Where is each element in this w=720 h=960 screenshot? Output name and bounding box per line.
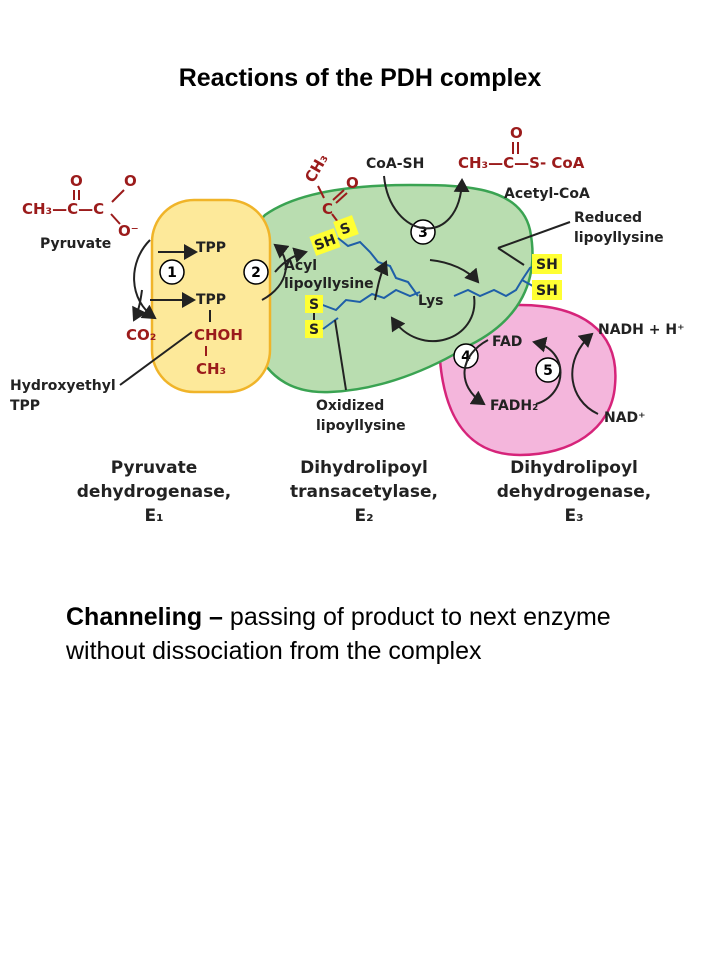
reaction-3-arrow [383, 175, 470, 230]
svg-text:Dihydrolipoyl: Dihydrolipoyl [510, 458, 638, 478]
regen-arrow [373, 260, 389, 301]
step-1-marker: 1 [159, 259, 185, 285]
co2-label: CO₂ [126, 326, 156, 344]
svg-text:S: S [309, 322, 319, 338]
acyl-lipoyllysine-label: lipoyllysine [284, 276, 374, 292]
svg-text:CH₃—C—C: CH₃—C—C [22, 200, 104, 218]
acetyl-coa-structure: O CH₃—C—S- CoA [458, 124, 585, 172]
pyruvate-structure: O O CH₃—C—C O⁻ [22, 172, 139, 240]
svg-text:3: 3 [418, 225, 428, 241]
page-title: Reactions of the PDH complex [178, 64, 542, 92]
svg-text:O⁻: O⁻ [118, 222, 139, 240]
oxidized-label: Oxidized [316, 398, 384, 414]
reduced-lipoyllysine-label: lipoyllysine [574, 230, 664, 246]
step-2-marker: 2 [243, 259, 269, 285]
svg-text:Pyruvate: Pyruvate [111, 458, 198, 478]
lys-label: Lys [418, 293, 443, 309]
reaction-2-arrow [261, 243, 290, 301]
fad-reduction-arrow [463, 339, 489, 406]
reaction-4-arrow [390, 295, 476, 343]
hydroxyethyl-label: Hydroxyethyl [10, 378, 116, 394]
sh-reduced-badge-2: SH [532, 280, 562, 300]
enzyme-e3-label: Dihydrolipoyl dehydrogenase, E₃ [497, 458, 652, 526]
acyl-label: Acyl [284, 258, 317, 274]
coa-sh-label: CoA-SH [366, 156, 424, 172]
svg-text:SH: SH [536, 283, 558, 299]
svg-text:O: O [124, 172, 137, 190]
s-acyl-badge: S [333, 215, 359, 241]
reduced-lipoyl-chain [453, 263, 541, 298]
enzyme-e1-label: Pyruvate dehydrogenase, E₁ [77, 458, 232, 526]
oxidized-lipoyllysine-label: lipoyllysine [316, 418, 406, 434]
svg-text:E₁: E₁ [144, 506, 163, 526]
hydroxyethyl-tpp-label: TPP [10, 398, 40, 414]
svg-text:1: 1 [167, 265, 177, 281]
lys-arrow [429, 259, 480, 284]
channeling-caption: Channeling – passing of product to next … [66, 600, 626, 668]
svg-text:5: 5 [543, 363, 553, 379]
step-3-marker: 3 [410, 219, 436, 245]
co2-arrow [132, 289, 147, 322]
svg-text:E₂: E₂ [354, 506, 373, 526]
step-5-marker: 5 [535, 357, 561, 383]
nad-label: NAD⁺ [604, 410, 646, 426]
reaction-1-arrow [133, 239, 157, 320]
channeling-definition: passing of product to next enzyme withou… [66, 603, 611, 665]
acyl-transfer-arrow [274, 247, 308, 273]
svg-text:O: O [510, 124, 523, 142]
step-4-marker: 4 [453, 343, 479, 369]
s-oxidized-badge-1: S [305, 295, 323, 313]
svg-text:E₃: E₃ [564, 506, 583, 526]
svg-text:dehydrogenase,: dehydrogenase, [497, 482, 652, 502]
fad-label: FAD [492, 334, 522, 350]
pyruvate-label: Pyruvate [40, 236, 111, 252]
svg-text:C: C [322, 200, 333, 218]
pdh-complex-diagram: O O CH₃—C—C O⁻ Pyruvate CO₂ TPP TPP CHOH… [10, 124, 684, 526]
sh-acyl-badge: SH [309, 228, 341, 256]
svg-text:4: 4 [461, 349, 471, 365]
sh-reduced-badge-1: SH [532, 254, 562, 274]
tpp-bottom-label: TPP [196, 292, 226, 308]
s-oxidized-badge-2: S [305, 320, 323, 338]
fadh2-label: FADH₂ [490, 398, 538, 414]
svg-text:Dihydrolipoyl: Dihydrolipoyl [300, 458, 428, 478]
nad-reduction-arrow [571, 332, 599, 415]
oxidized-lipoyl-chain [319, 288, 421, 312]
ch3-label: CH₃ [196, 360, 226, 378]
channeling-term: Channeling – [66, 603, 223, 631]
enzyme-e2-label: Dihydrolipoyl transacetylase, E₂ [290, 458, 438, 526]
acetyl-coa-label: Acetyl-CoA [504, 186, 590, 202]
svg-text:CH₃: CH₃ [301, 151, 332, 186]
svg-text:O: O [70, 172, 83, 190]
nadh-label: NADH + H⁺ [598, 322, 684, 338]
svg-text:SH: SH [312, 232, 338, 254]
svg-text:transacetylase,: transacetylase, [290, 482, 438, 502]
svg-text:2: 2 [251, 265, 261, 281]
reaction-5-arrow [532, 336, 562, 405]
reduced-label: Reduced [574, 210, 642, 226]
svg-text:dehydrogenase,: dehydrogenase, [77, 482, 232, 502]
svg-text:S: S [309, 297, 319, 313]
chohm-label: CHOH [194, 326, 243, 344]
svg-text:O: O [346, 174, 359, 192]
svg-text:CH₃—C—S- CoA: CH₃—C—S- CoA [458, 154, 585, 172]
tpp-top-label: TPP [196, 240, 226, 256]
svg-text:SH: SH [536, 257, 558, 273]
